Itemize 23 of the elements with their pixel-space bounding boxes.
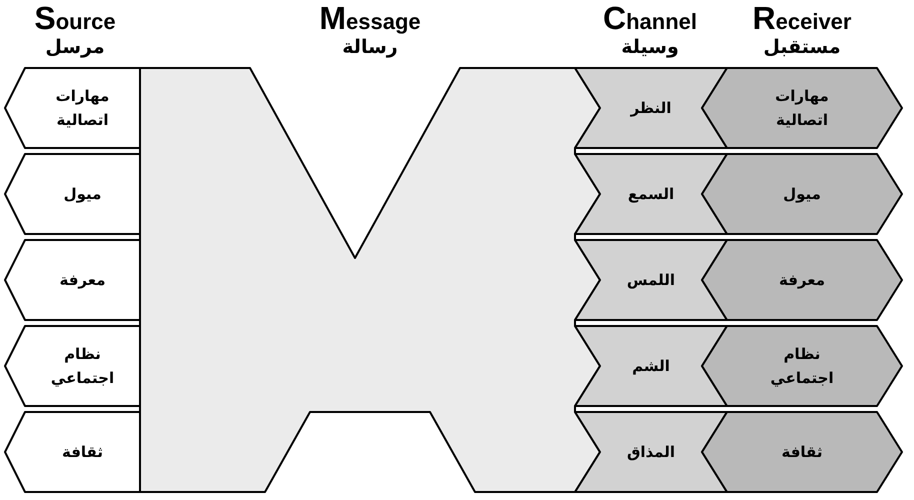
box-label: الشم bbox=[631, 356, 671, 377]
box-label: ثقافة bbox=[61, 442, 104, 463]
box-label: المذاق bbox=[626, 442, 676, 463]
column-heading: مرسل bbox=[44, 36, 106, 58]
box-label: النظر bbox=[629, 98, 672, 119]
box-label: معرفة bbox=[778, 270, 826, 291]
box-label: السمع bbox=[626, 184, 676, 205]
column-heading: Channel bbox=[602, 0, 698, 37]
box-label: ميول bbox=[62, 184, 102, 205]
box-label: نظام اجتماعي bbox=[50, 344, 116, 389]
box-label: ميول bbox=[782, 184, 822, 205]
box-label: معرفة bbox=[58, 270, 106, 291]
box-label: اللمس bbox=[626, 270, 676, 291]
box-label: مهارات اتصالية bbox=[774, 86, 830, 131]
column-heading: Receiver bbox=[752, 0, 852, 37]
box-label: مهارات اتصالية bbox=[54, 86, 110, 131]
column-heading: رسالة bbox=[341, 36, 399, 58]
box-label: نظام اجتماعي bbox=[769, 344, 835, 389]
column-heading: Message bbox=[318, 0, 422, 37]
column-heading: Source bbox=[33, 0, 117, 37]
column-heading: وسيلة bbox=[620, 36, 680, 58]
column-heading: مستقبل bbox=[762, 36, 842, 58]
box-label: ثقافة bbox=[780, 442, 824, 463]
